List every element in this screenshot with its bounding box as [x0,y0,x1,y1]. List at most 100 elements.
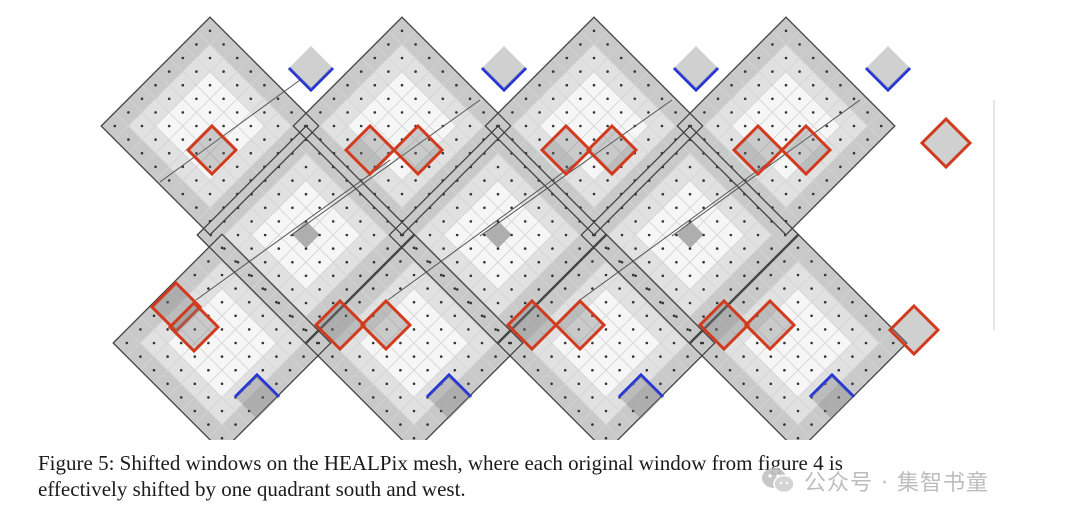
cell-dot [577,328,581,331]
cell-dot [234,260,237,263]
cell-dot [415,247,418,250]
cell-dot [672,341,676,345]
cell-dot [154,165,157,169]
cell-dot [878,328,881,331]
cell-dot [771,151,774,155]
cell-dot [783,368,786,372]
cell-dot [453,341,457,345]
cell-dot [469,301,473,305]
cell-dot [837,341,841,345]
cell-dot [604,273,608,277]
cell-dot [223,247,226,250]
cell-dot [261,368,265,372]
red-window [887,303,941,357]
cell-dot [373,56,377,60]
watermark-text: 公众号 · 集智书童 [804,471,989,496]
cell-dot [208,111,212,114]
cell-dot [579,151,582,155]
cell-dot [852,124,856,128]
cell-dot [331,247,335,250]
cell-dot [235,165,239,169]
cell-dot [798,124,801,128]
cell-dot [606,179,609,182]
cell-dot [442,220,445,223]
cell-dot [634,274,637,278]
cell-dot [193,273,197,277]
cell-dot [743,151,747,155]
cell-dot [249,97,253,101]
cell-dot [743,220,746,223]
cell-dot [207,287,210,290]
cell-dot [755,396,759,399]
cell-dot [385,409,389,413]
cell-dot [195,43,198,46]
red-window [731,123,785,177]
cell-dot [359,274,362,278]
cell-dot [784,83,788,87]
cell-dot [275,355,278,358]
highlighted-windows [149,46,973,419]
cell-dot [166,328,169,331]
cell-dot [688,247,692,250]
cell-dot [455,206,459,210]
cell-dot [480,341,484,345]
cell-dot [220,382,224,386]
cell-dot [346,83,349,87]
cell-dot [317,341,321,345]
blue-window [617,372,665,399]
cell-dot [496,165,500,169]
cell-dot [811,138,815,141]
blue-window [864,66,912,93]
cell-dot [631,409,635,413]
window-boundary [479,99,673,237]
cell-dot [318,260,321,264]
cell-dot [823,273,827,277]
cell-dot [837,368,841,372]
red-window [553,298,607,352]
cell-dot [496,192,500,196]
cell-dot [839,165,842,169]
cell-dot [235,56,239,60]
cell-dot [372,233,376,237]
cell-dot [606,70,609,73]
cell-dot [220,328,224,331]
cell-dot [359,151,363,155]
cell-dot [373,111,377,114]
cell-dot [208,29,212,33]
cell-dot [385,328,389,331]
cell-dot [152,314,156,318]
cell-dot [604,409,608,413]
cell-dot [207,341,210,345]
cell-dot [661,274,665,278]
cell-dot [359,70,363,73]
cell-dot [591,368,594,372]
cell-dot [193,382,197,386]
cell-dot [784,111,788,114]
red-window [743,298,797,352]
cell-dot [222,70,225,73]
cell-dot [659,300,662,304]
cell-dot [852,151,856,155]
cell-dot [510,206,513,210]
cell-dot [592,192,596,196]
blue-window-cell [427,375,471,419]
cell-dot [302,355,305,358]
cell-dot [823,300,827,304]
cell-dot [181,192,185,196]
cell-dot [551,247,554,250]
cell-dot [631,328,635,331]
cell-dot [647,83,650,87]
cell-dot [222,97,225,101]
cell-dot [757,56,761,60]
cell-dot [234,423,237,426]
cell-dot [565,138,569,141]
cell-dot [675,206,678,210]
cell-dot [837,314,841,318]
cell-dot [810,314,813,318]
cell-dot [606,97,609,101]
cell-dot [618,341,621,345]
blue-window-cell [235,375,279,419]
cell-dot [318,288,321,291]
red-window [359,298,413,352]
cell-dot [591,423,594,426]
